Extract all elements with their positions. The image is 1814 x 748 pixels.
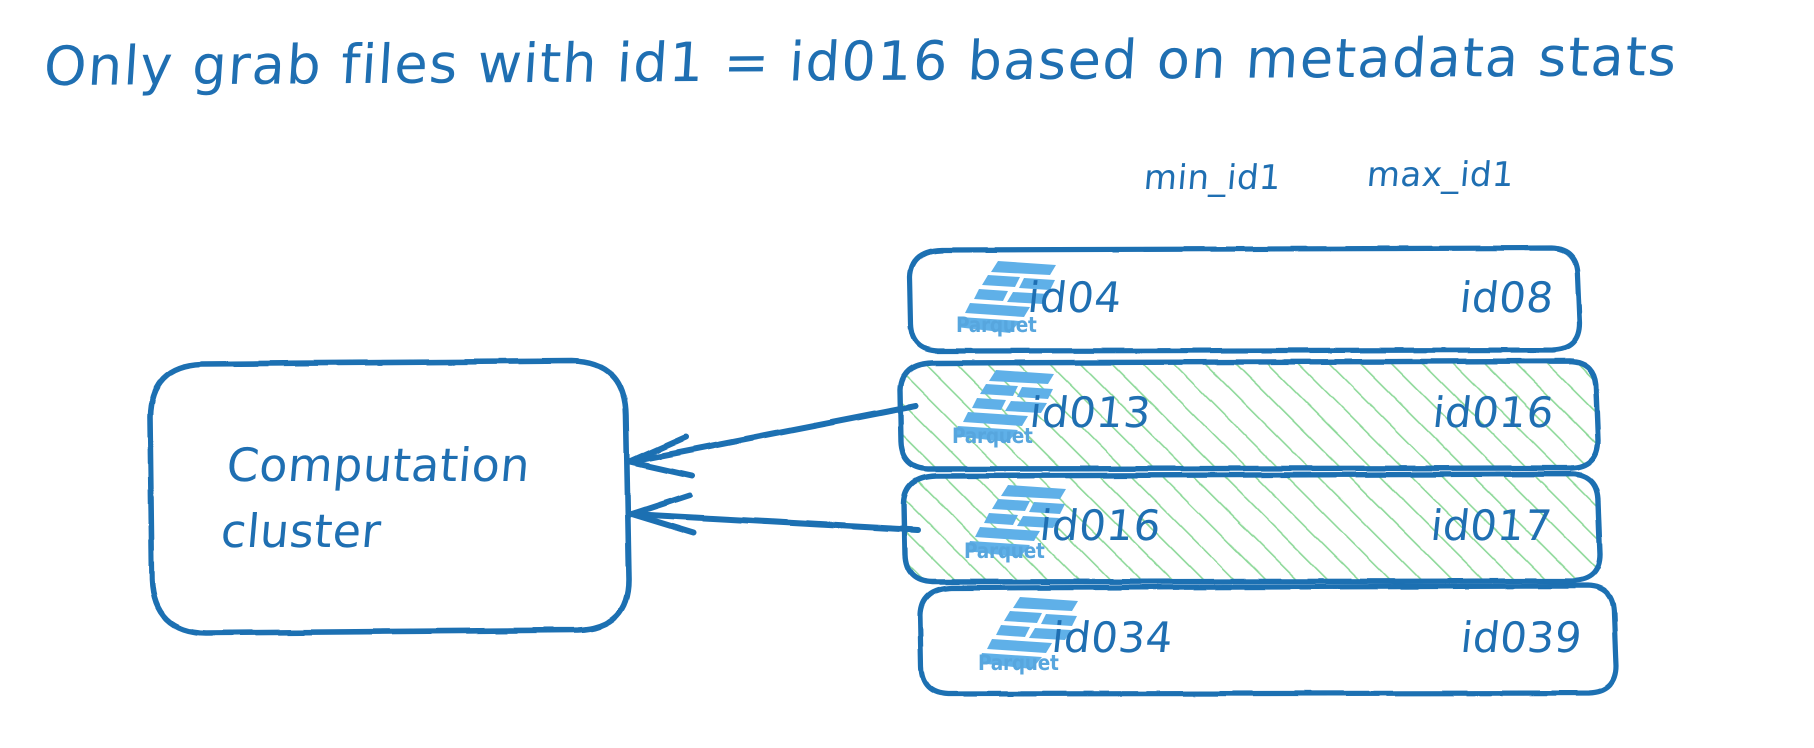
cell-max-id1: id039	[1458, 613, 1585, 662]
parquet-logo-icon	[956, 370, 1054, 442]
parquet-logo-icon	[980, 597, 1078, 669]
computation-cluster-label: Computation cluster	[218, 432, 533, 564]
file-row-4[interactable]: Parquet id034 id039	[920, 587, 1616, 694]
file-row-3[interactable]: Parquet id016 id017	[904, 475, 1600, 582]
cluster-label-line2: cluster	[218, 504, 384, 558]
file-row-2[interactable]: Parquet id013 id016	[900, 362, 1598, 469]
parquet-wordmark: Parquet	[952, 424, 1033, 448]
cell-max-id1: id08	[1457, 273, 1557, 322]
page-title: Only grab files with id1 = id016 based o…	[42, 25, 1680, 98]
cluster-label-line1: Computation	[224, 438, 533, 492]
arrow-file2-to-cluster	[627, 403, 919, 479]
cell-max-id1: id016	[1430, 388, 1557, 437]
arrow-file3-to-cluster	[629, 492, 921, 536]
column-header-max-id1: max_id1	[1365, 155, 1516, 195]
column-header-min-id1: min_id1	[1142, 158, 1284, 198]
parquet-wordmark: Parquet	[978, 651, 1059, 675]
file-row-1[interactable]: Parquet id04 id08	[910, 249, 1580, 351]
parquet-wordmark: Parquet	[956, 313, 1037, 337]
cell-max-id1: id017	[1428, 501, 1555, 550]
parquet-logo-icon	[958, 261, 1056, 333]
parquet-wordmark: Parquet	[964, 539, 1045, 563]
parquet-logo-icon	[968, 485, 1066, 557]
